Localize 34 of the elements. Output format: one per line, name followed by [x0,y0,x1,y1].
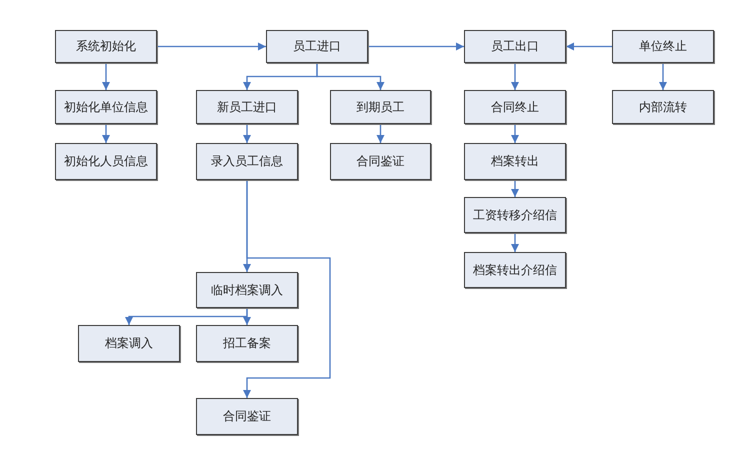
arrow [102,124,110,143]
arrow [157,42,266,50]
arrow [243,124,251,143]
process-box: 档案转出介绍信 [464,252,566,288]
process-box: 新员工进口 [196,90,298,124]
arrow [243,180,331,398]
process-box: 单位终止 [612,30,714,63]
process-box: 录入员工信息 [196,143,298,180]
process-box: 合同鉴证 [330,143,431,180]
process-box: 员工进口 [266,30,368,63]
process-box: 合同鉴证 [196,398,298,435]
process-box: 到期员工 [330,90,431,124]
arrow [243,308,251,325]
arrow [511,233,519,252]
arrow [566,42,612,50]
process-box: 档案转出 [464,143,566,180]
process-box: 初始化人员信息 [55,143,157,180]
arrow [511,124,519,143]
process-box: 工资转移介绍信 [464,197,566,233]
process-box: 初始化单位信息 [55,90,157,124]
arrow [102,63,110,90]
process-box: 内部流转 [612,90,714,124]
process-box: 员工出口 [464,30,566,63]
process-box: 系统初始化 [55,30,157,63]
process-box: 档案调入 [78,325,180,362]
arrow [368,42,464,50]
arrow [659,63,667,90]
arrow [376,124,384,143]
process-box: 合同终止 [464,90,566,124]
arrow [316,63,384,90]
process-box: 临时档案调入 [196,272,298,308]
arrow [511,63,519,90]
arrow [511,180,519,197]
process-box: 招工备案 [196,325,298,362]
